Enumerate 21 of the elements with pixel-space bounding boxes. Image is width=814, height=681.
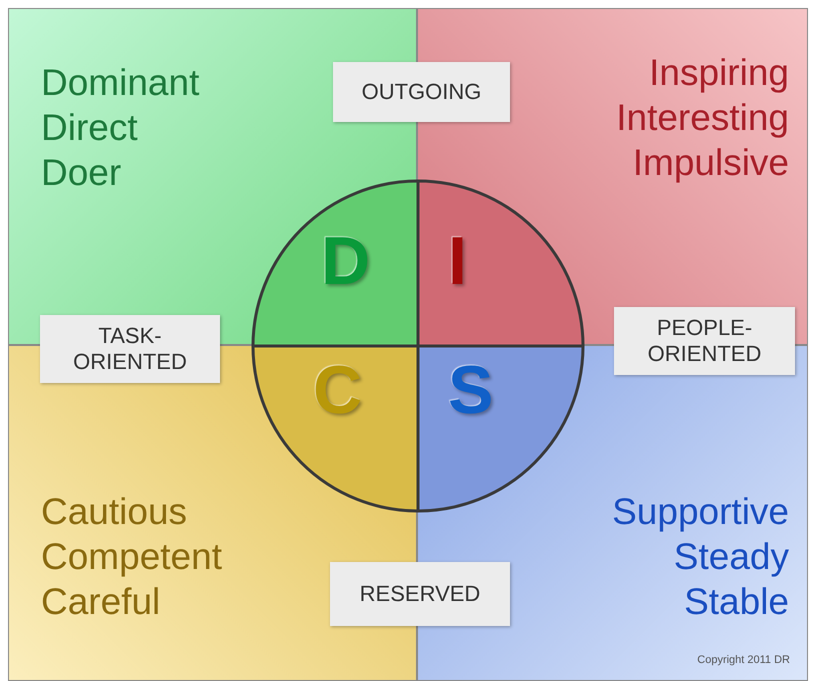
disc-letter: C (313, 356, 362, 424)
axis-label: TASK-ORIENTED (40, 315, 220, 383)
axis-label: RESERVED (330, 562, 510, 626)
trait-word: Cautious (41, 490, 188, 534)
disc-letter: D (321, 227, 370, 295)
trait-word: Competent (41, 535, 222, 579)
axis-label: PEOPLE-ORIENTED (614, 307, 795, 375)
trait-word: Stable (684, 580, 789, 624)
trait-word: Impulsive (632, 141, 789, 185)
trait-word: Dominant (41, 61, 200, 105)
trait-word: Steady (674, 535, 789, 579)
axis-label: OUTGOING (333, 62, 510, 122)
trait-word: Careful (41, 580, 160, 624)
trait-word: Inspiring (649, 51, 789, 95)
disc-letter: I (448, 227, 467, 295)
disc-letter: S (448, 356, 494, 424)
copyright-note: Copyright 2011 DR (697, 654, 790, 666)
trait-word: Doer (41, 151, 122, 195)
trait-word: Direct (41, 106, 138, 150)
trait-word: Supportive (612, 490, 789, 534)
trait-word: Interesting (616, 96, 789, 140)
